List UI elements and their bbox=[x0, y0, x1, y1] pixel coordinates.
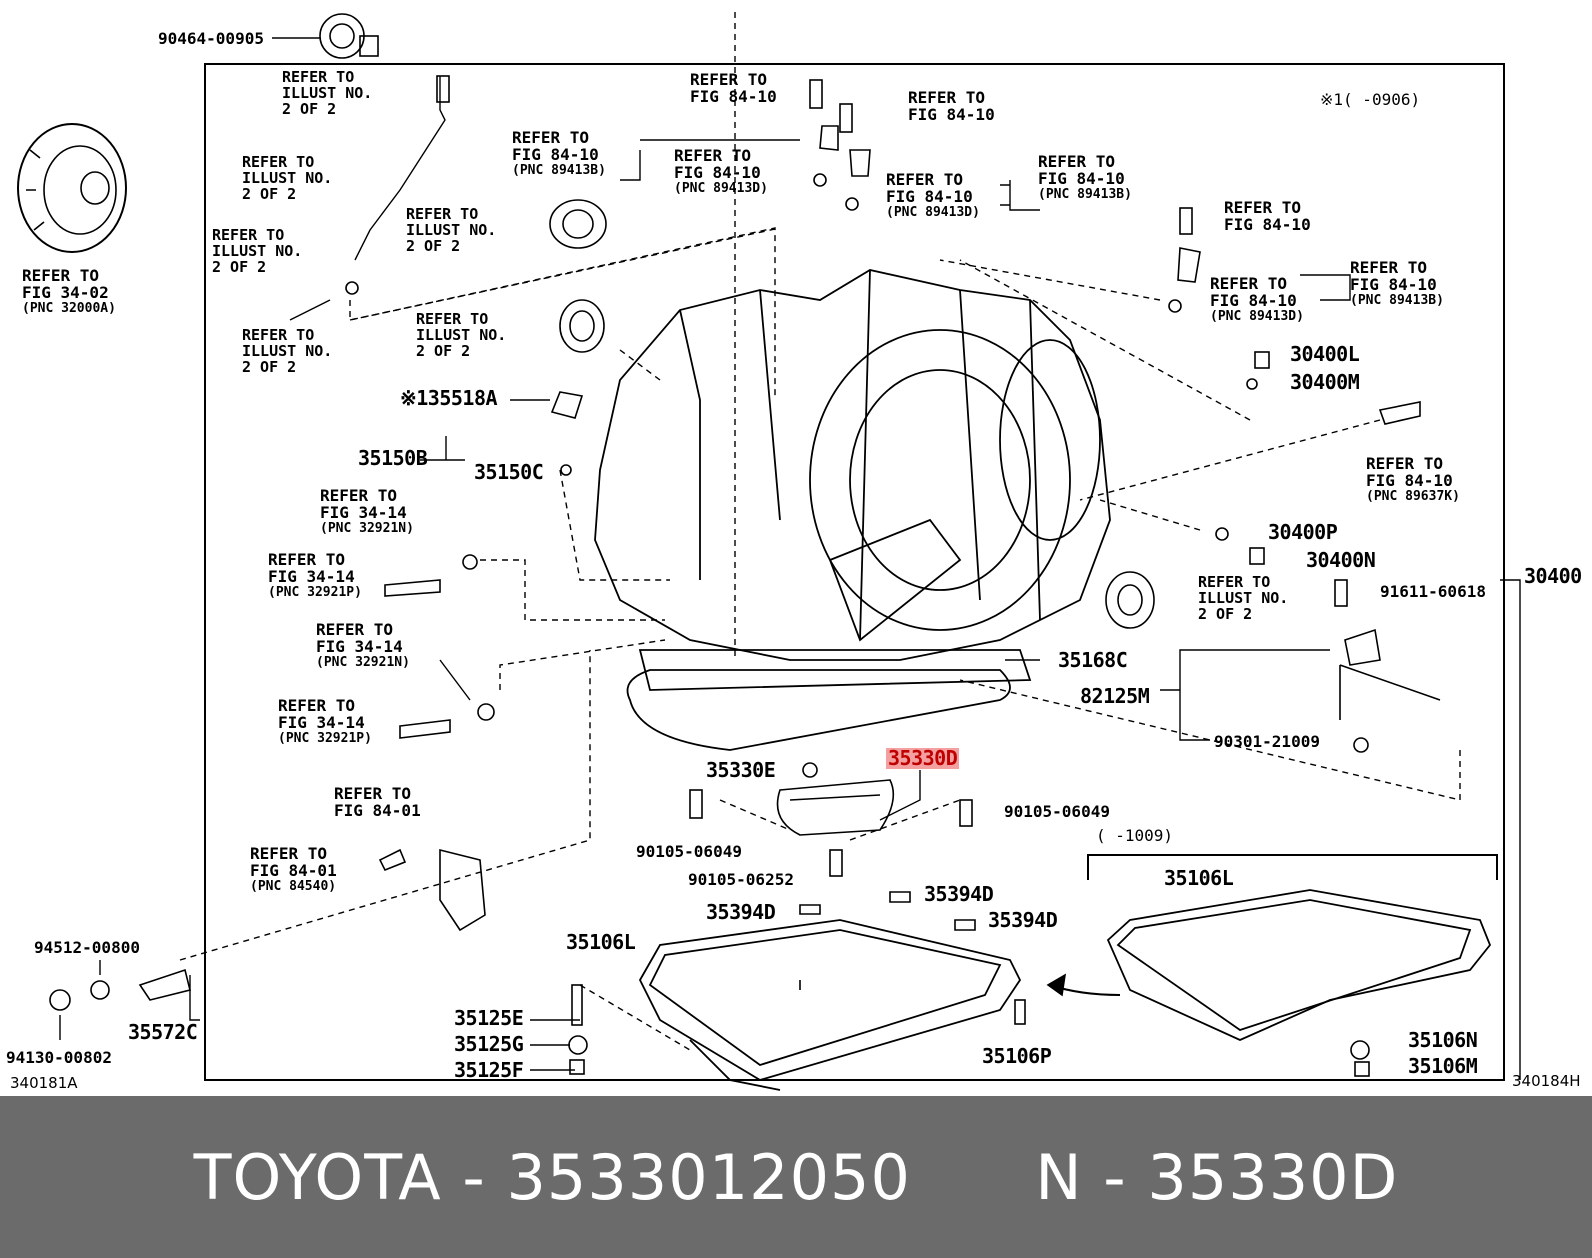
label-35125G: 35125G bbox=[454, 1032, 524, 1056]
label-35125F: 35125F bbox=[454, 1058, 524, 1082]
label-35394D-a: 35394D bbox=[924, 882, 994, 906]
label-90464-00905: 90464-00905 bbox=[158, 29, 264, 48]
illustration-part-code: 35330D bbox=[1147, 1140, 1399, 1214]
label-35150B: 35150B bbox=[358, 446, 428, 470]
label-90105-06049-left: 90105-06049 bbox=[636, 842, 742, 861]
brand-name: TOYOTA bbox=[193, 1140, 442, 1214]
note-pan-range: ( -1009) bbox=[1096, 826, 1174, 845]
label-91611-60618: 91611-60618 bbox=[1380, 582, 1486, 601]
oil-strainer-drawing bbox=[776, 779, 895, 836]
label-35572C: 35572C bbox=[128, 1020, 198, 1044]
separator: - bbox=[441, 1140, 507, 1214]
note-top-right: ※1( -0906) bbox=[1320, 90, 1421, 109]
gap bbox=[911, 1141, 1035, 1214]
footer-bar: TOYOTA - 3533012050 N - 35330D bbox=[0, 1096, 1592, 1258]
label-90105-06049-right: 90105-06049 bbox=[1004, 802, 1110, 821]
label-35330D-highlighted[interactable]: 35330D bbox=[886, 746, 960, 770]
label-30400L: 30400L bbox=[1290, 342, 1360, 366]
label-35518A: ※135518A bbox=[400, 386, 498, 410]
label-35106L-left: 35106L bbox=[566, 930, 636, 954]
footer-title: TOYOTA - 3533012050 N - 35330D bbox=[0, 1096, 1592, 1258]
label-90301-21009: 90301-21009 bbox=[1214, 732, 1320, 751]
position-prefix: N bbox=[1035, 1140, 1083, 1214]
clip-drawing bbox=[319, 13, 379, 59]
fasteners bbox=[49, 75, 1441, 1077]
label-30400N: 30400N bbox=[1306, 548, 1376, 572]
label-90105-06252: 90105-06252 bbox=[688, 870, 794, 889]
label-94512-00800: 94512-00800 bbox=[34, 938, 140, 957]
leader-lines bbox=[59, 12, 1521, 1080]
label-35106P: 35106P bbox=[982, 1044, 1052, 1068]
torque-converter-drawing bbox=[17, 123, 127, 253]
label-35330E: 35330E bbox=[706, 758, 776, 782]
label-35150C: 35150C bbox=[474, 460, 544, 484]
label-35125E: 35125E bbox=[454, 1006, 524, 1030]
label-35106M: 35106M bbox=[1408, 1054, 1478, 1078]
illustration-code-left: 340181A bbox=[10, 1074, 78, 1092]
label-94130-00802: 94130-00802 bbox=[6, 1048, 112, 1067]
transmission-case-drawing bbox=[594, 269, 1111, 751]
part-number: 3533012050 bbox=[506, 1140, 911, 1214]
label-30400M: 30400M bbox=[1290, 370, 1360, 394]
label-35394D-b: 35394D bbox=[706, 900, 776, 924]
label-35106N: 35106N bbox=[1408, 1028, 1478, 1052]
label-35394D-c: 35394D bbox=[988, 908, 1058, 932]
oil-pan-right-drawing bbox=[1106, 889, 1492, 1041]
label-30400P: 30400P bbox=[1268, 520, 1338, 544]
label-35106L-right: 35106L bbox=[1164, 866, 1234, 890]
diagram-drawing bbox=[17, 12, 1521, 1091]
label-82125M: 82125M bbox=[1080, 684, 1150, 708]
label-30400: 30400 bbox=[1524, 564, 1582, 588]
oil-pan-left-drawing bbox=[638, 919, 1022, 1091]
label-35168C: 35168C bbox=[1058, 648, 1128, 672]
illustration-code-right: 340184H bbox=[1512, 1072, 1581, 1090]
separator: - bbox=[1082, 1140, 1148, 1214]
